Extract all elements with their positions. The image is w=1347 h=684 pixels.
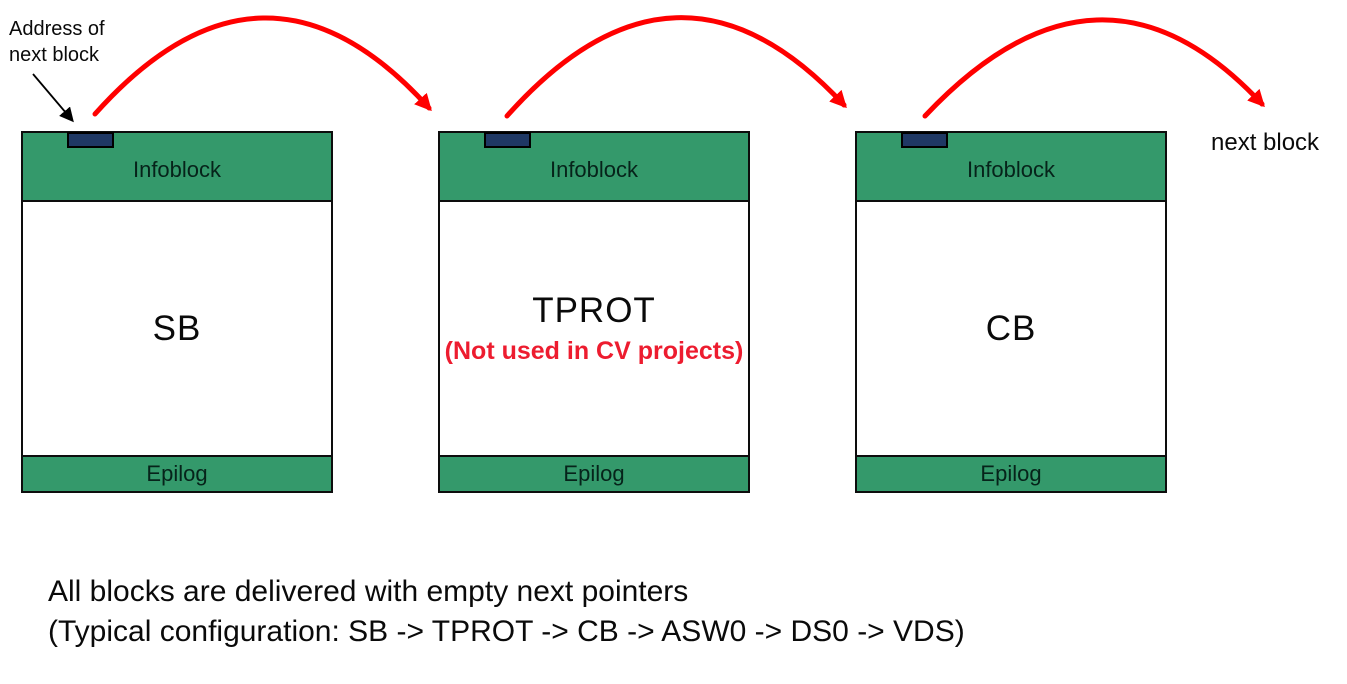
block-tprot: Infoblock TPROT (Not used in CV projects… — [438, 131, 750, 493]
block-sb: Infoblock SB Epilog — [21, 131, 333, 493]
next-pointer-field — [484, 132, 531, 148]
caption-line-2: (Typical configuration: SB -> TPROT -> C… — [48, 615, 965, 648]
pointer-arrow-2 — [504, 15, 847, 119]
next-pointer-field — [67, 132, 114, 148]
block-body: SB — [23, 202, 331, 455]
pointer-arrow-3 — [922, 17, 1265, 119]
infoblock-label: Infoblock — [966, 156, 1056, 182]
block-body: CB — [857, 202, 1165, 455]
block-name: SB — [152, 308, 202, 348]
epilog-footer: Epilog — [23, 455, 331, 491]
infoblock-label: Infoblock — [549, 156, 639, 182]
infoblock-header: Infoblock — [857, 132, 1165, 202]
block-cb: Infoblock CB Epilog — [855, 131, 1167, 493]
address-label-line1: Address of — [9, 18, 105, 40]
block-name: TPROT — [532, 291, 656, 330]
annotation-arrow — [32, 73, 74, 123]
infoblock-header: Infoblock — [440, 132, 748, 202]
epilog-footer: Epilog — [440, 455, 748, 491]
block-name: CB — [985, 308, 1037, 348]
infoblock-header: Infoblock — [23, 132, 331, 202]
epilog-footer: Epilog — [857, 455, 1165, 491]
address-label-line2: next block — [9, 44, 100, 66]
tprot-note: (Not used in CV projects) — [444, 337, 744, 365]
next-pointer-field — [901, 132, 948, 148]
next-block-label: next block — [1211, 129, 1320, 156]
pointer-arrow-1 — [92, 15, 432, 117]
caption-line-1: All blocks are delivered with empty next… — [48, 575, 689, 608]
address-of-next-block-label: Address of next block — [9, 16, 105, 68]
epilog-label: Epilog — [563, 461, 625, 486]
infoblock-label: Infoblock — [132, 156, 222, 182]
caption: All blocks are delivered with empty next… — [48, 572, 965, 652]
epilog-label: Epilog — [146, 461, 208, 486]
block-body: TPROT (Not used in CV projects) — [440, 202, 748, 455]
epilog-label: Epilog — [980, 461, 1042, 486]
